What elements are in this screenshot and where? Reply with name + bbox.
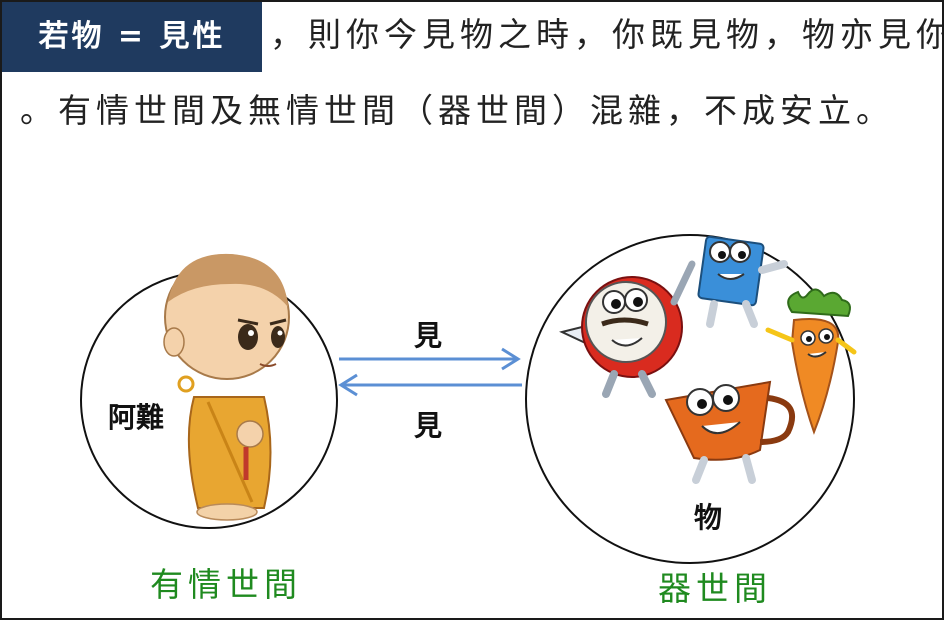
- cup-character-icon: [664, 380, 795, 484]
- arrow-bottom-label: 見: [414, 409, 443, 442]
- carrot-character-icon: [765, 288, 857, 435]
- right-caption: 器世間: [658, 569, 772, 608]
- monk-character-icon: [163, 253, 290, 521]
- clock-character-icon: [559, 260, 696, 398]
- book-character-icon: [697, 235, 788, 328]
- text-line-1: ，則你今見物之時，你既見物，物亦見你: [270, 15, 944, 54]
- title-tag: 若物 = 見性: [2, 2, 262, 72]
- arrow-top-label: 見: [414, 319, 443, 352]
- left-circle-label: 阿難: [108, 401, 165, 434]
- arrow-right: [339, 347, 521, 371]
- right-circle-label: 物: [694, 501, 723, 534]
- left-caption: 有情世間: [150, 565, 302, 604]
- right-circle: [525, 234, 855, 564]
- arrow-left: [338, 373, 522, 397]
- text-line-2: 。有情世間及無情世間（器世間）混雜，不成安立。: [20, 91, 894, 130]
